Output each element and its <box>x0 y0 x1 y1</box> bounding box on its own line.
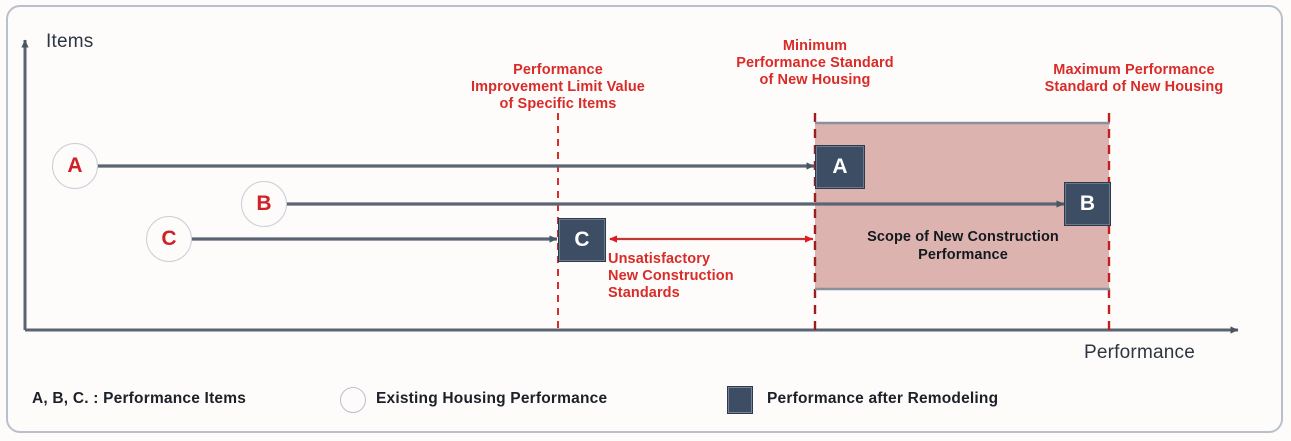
existing-marker-b: B <box>241 181 287 227</box>
legend-items-note: A, B, C. : Performance Items <box>32 390 247 407</box>
label-minimum-performance-standard: Minimum Performance Standard of New Hous… <box>736 38 894 88</box>
legend-existing-label: Existing Housing Performance <box>376 390 608 407</box>
x-axis-label: Performance <box>1084 342 1195 363</box>
annotation-unsatisfactory: Unsatisfactory New Construction Standard… <box>608 251 734 301</box>
label-maximum-performance-standard: Maximum Performance Standard of New Hous… <box>1044 62 1224 95</box>
existing-marker-c: C <box>146 216 192 262</box>
remodeled-marker-c: C <box>558 218 606 262</box>
existing-marker-a: A <box>52 143 98 189</box>
legend-remodeled-square-icon <box>727 386 753 414</box>
y-axis-label: Items <box>46 31 94 52</box>
legend-remodeled-label: Performance after Remodeling <box>767 390 999 407</box>
annotation-scope: Scope of New Construction Performance <box>867 229 1059 263</box>
label-performance-improvement-limit: Performance Improvement Limit Value of S… <box>471 62 645 112</box>
legend-existing-circle-icon <box>340 387 366 413</box>
remodeled-marker-b: B <box>1064 182 1111 226</box>
remodeled-marker-a: A <box>815 145 865 189</box>
